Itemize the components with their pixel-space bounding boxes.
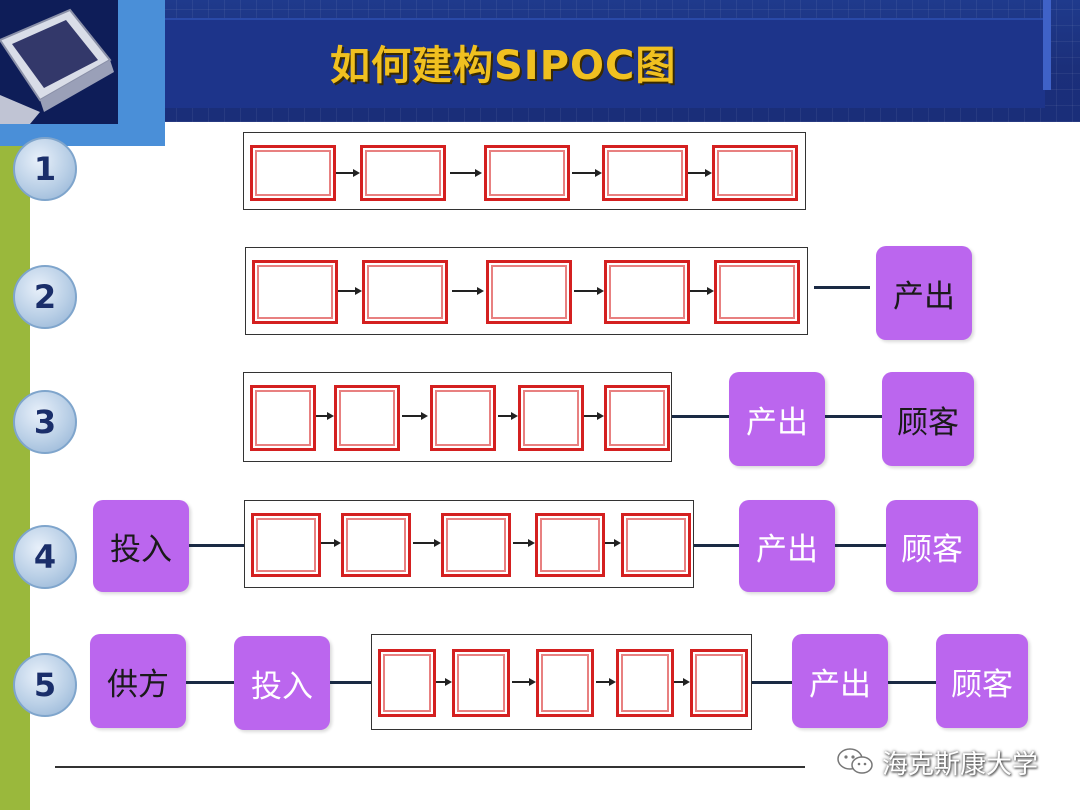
output-box-row-4: 产出	[739, 500, 835, 592]
process-step-box	[604, 260, 690, 324]
page-title: 如何建构SIPOC图	[330, 43, 677, 89]
connector-line	[694, 544, 740, 547]
arrow-icon	[452, 286, 484, 296]
arrow-icon	[572, 168, 602, 178]
supplier-box-row-5: 供方	[90, 634, 186, 728]
arrow-icon	[674, 677, 690, 687]
process-step-box	[378, 649, 436, 717]
process-frame-row-3	[243, 372, 672, 462]
step-number-5: 5	[13, 653, 77, 717]
process-step-box	[604, 385, 670, 451]
process-step-box	[250, 385, 316, 451]
arrow-icon	[402, 411, 428, 421]
process-step-box	[714, 260, 800, 324]
process-step-box	[251, 513, 321, 577]
arrow-icon	[321, 538, 341, 548]
connector-line	[752, 681, 794, 684]
arrow-icon	[498, 411, 518, 421]
process-step-box	[690, 649, 748, 717]
monitor-icon	[0, 0, 118, 124]
header-accent-bar	[1043, 0, 1051, 90]
customer-box-row-4: 顾客	[886, 500, 978, 592]
arrow-icon	[584, 411, 604, 421]
process-step-box	[452, 649, 510, 717]
header-title-panel	[165, 18, 1045, 108]
arrow-icon	[450, 168, 482, 178]
customer-box-row-3: 顾客	[882, 372, 974, 466]
connector-line	[330, 681, 372, 684]
step-number-2: 2	[13, 265, 77, 329]
arrow-icon	[316, 411, 334, 421]
connector-line	[835, 544, 887, 547]
watermark: 海克斯康大学	[836, 744, 1038, 780]
process-step-box	[621, 513, 691, 577]
arrow-icon	[605, 538, 621, 548]
connector-line	[825, 415, 883, 418]
process-step-box	[334, 385, 400, 451]
process-frame-row-5	[371, 634, 752, 730]
arrow-icon	[690, 286, 714, 296]
process-step-box	[252, 260, 338, 324]
process-step-box	[250, 145, 336, 201]
chat-bubble-icon	[836, 747, 874, 777]
arrow-icon	[436, 677, 452, 687]
process-step-box	[341, 513, 411, 577]
process-frame-row-2	[245, 247, 808, 335]
process-step-box	[486, 260, 572, 324]
arrow-icon	[596, 677, 616, 687]
process-step-box	[616, 649, 674, 717]
header-banner	[0, 0, 1080, 122]
input-box-row-4: 投入	[93, 500, 189, 592]
arrow-icon	[336, 168, 360, 178]
process-step-box	[360, 145, 446, 201]
process-step-box	[536, 649, 594, 717]
connector-line	[186, 681, 236, 684]
step-number-3: 3	[13, 390, 77, 454]
process-step-box	[362, 260, 448, 324]
arrow-icon	[413, 538, 441, 548]
arrow-icon	[512, 677, 536, 687]
connector-line	[189, 544, 245, 547]
customer-box-row-5: 顾客	[936, 634, 1028, 728]
computer-icon-tile	[0, 0, 165, 146]
watermark-text: 海克斯康大学	[882, 749, 1039, 780]
output-box-row-3: 产出	[729, 372, 825, 466]
output-box-row-5: 产出	[792, 634, 888, 728]
step-number-4: 4	[13, 525, 77, 589]
process-frame-row-4	[244, 500, 694, 588]
arrow-icon	[513, 538, 535, 548]
process-step-box	[602, 145, 688, 201]
output-box-row-2: 产出	[876, 246, 972, 340]
input-box-row-5: 投入	[234, 636, 330, 730]
step-number-1: 1	[13, 137, 77, 201]
arrow-icon	[338, 286, 362, 296]
footer-divider	[55, 766, 805, 768]
process-step-box	[518, 385, 584, 451]
process-step-box	[441, 513, 511, 577]
process-frame-row-1	[243, 132, 806, 210]
process-step-box	[430, 385, 496, 451]
arrow-icon	[688, 168, 712, 178]
process-step-box	[484, 145, 570, 201]
arrow-icon	[574, 286, 604, 296]
process-step-box	[535, 513, 605, 577]
process-step-box	[712, 145, 798, 201]
connector-line	[814, 286, 870, 289]
connector-line	[888, 681, 938, 684]
connector-line	[672, 415, 730, 418]
